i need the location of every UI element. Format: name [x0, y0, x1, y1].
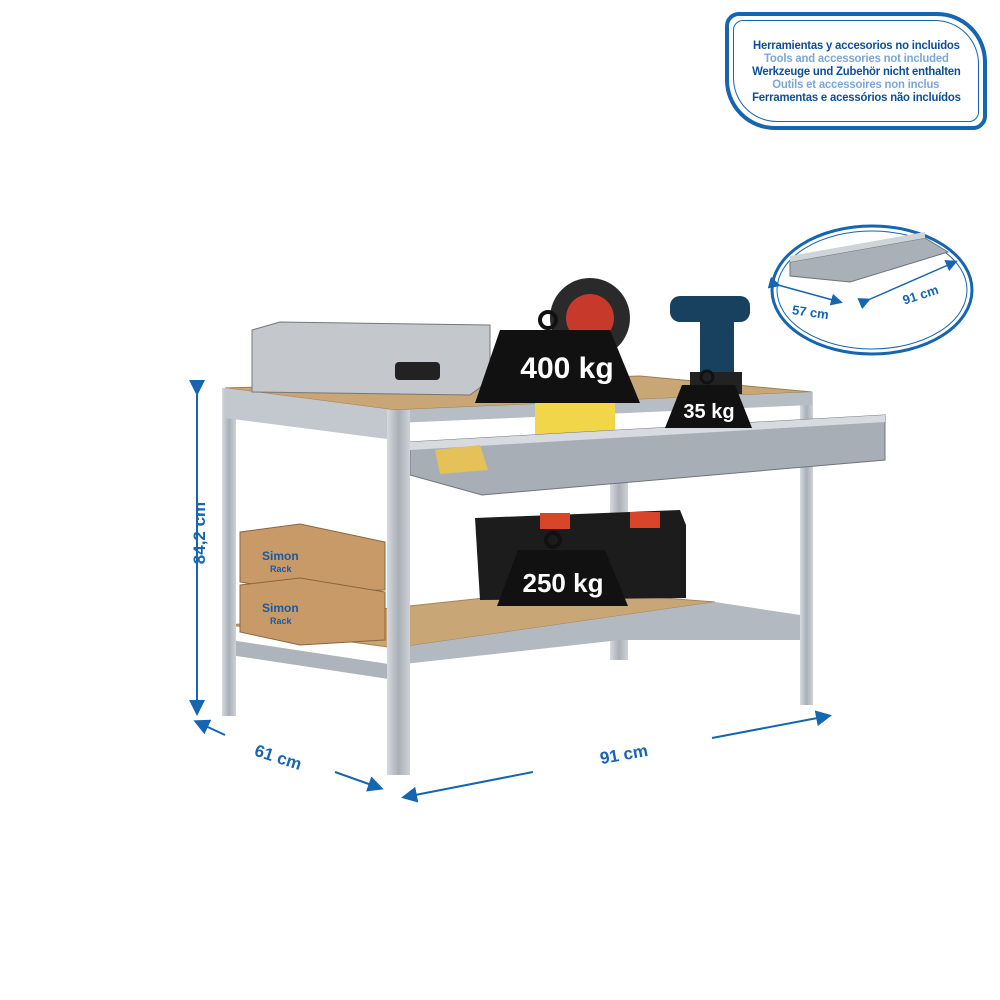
load-label-top: 400 kg [520, 352, 613, 385]
svg-text:Simon: Simon [262, 601, 299, 615]
gloves [435, 445, 488, 474]
back-right-leg [800, 392, 813, 705]
depth-arrow-left [193, 719, 226, 736]
svg-text:Rack: Rack [270, 564, 293, 574]
width-arrow-right [711, 710, 832, 739]
height-label: 84,2 cm [190, 502, 209, 564]
notice-line-fr: Outils et accessoires non inclus [772, 76, 940, 91]
notice-line-es: Herramientas y accesorios no incluidos [752, 37, 960, 52]
inset-depth-label: 57 cm [791, 302, 830, 322]
notice-line-en: Tools and accessories not included [763, 50, 949, 65]
load-label-bottom: 250 kg [523, 568, 604, 598]
back-left-leg [222, 388, 236, 716]
front-left-leg [387, 410, 410, 775]
drawer-inset: 57 cm 91 cm [767, 224, 974, 356]
inset-depth-arrow [767, 276, 843, 306]
weight-400kg: 400 kg [475, 310, 640, 403]
depth-arrow-right [334, 771, 384, 792]
box-logo: Simon [262, 549, 299, 563]
width-label: 91 cm [599, 741, 650, 768]
svg-text:Rack: Rack [270, 616, 293, 626]
weight-250kg: 250 kg [497, 531, 628, 606]
inset-width-arrow [857, 260, 958, 310]
width-arrow-left [401, 771, 534, 803]
lower-shelf-frame [395, 602, 800, 665]
load-label-drawer: 35 kg [683, 401, 734, 423]
notice-line-pt: Ferramentas e acessórios não incluídos [751, 89, 961, 104]
tools-not-included-notice: Herramientas y accesorios no incluidos T… [725, 12, 987, 130]
drill [670, 296, 750, 394]
worktop-side-frame [225, 388, 395, 440]
weight-35kg: 35 kg [665, 369, 752, 428]
cardboard-boxes: Simon Rack Simon Rack [239, 523, 386, 646]
aluminium-case [251, 321, 491, 396]
notice-line-de: Werkzeuge und Zubehör nicht enthalten [751, 63, 961, 78]
depth-label: 61 cm [252, 741, 304, 774]
